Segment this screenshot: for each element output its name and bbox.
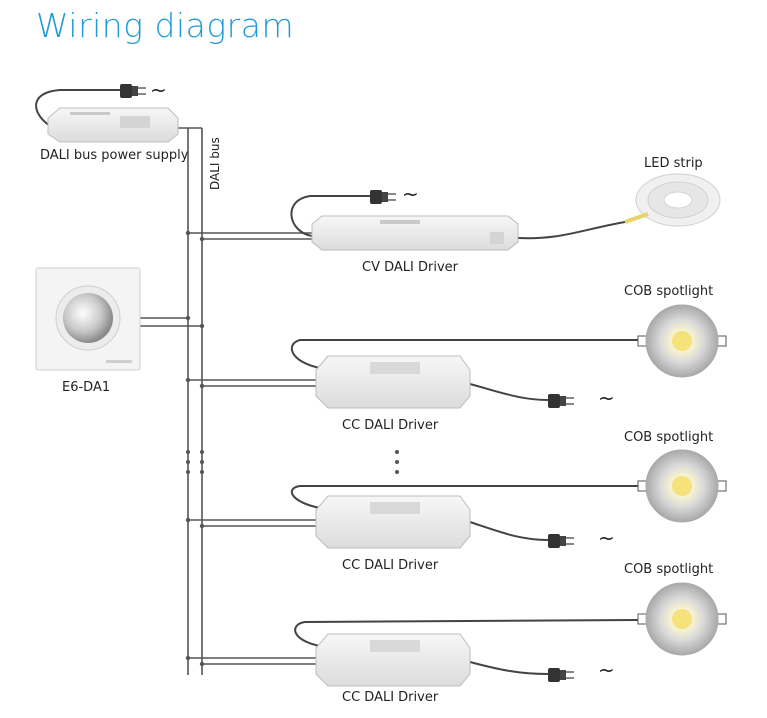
cob-spotlight-label: COB spotlight — [624, 430, 714, 445]
plug-icon — [370, 190, 396, 204]
cc-driver-label: CC DALI Driver — [342, 690, 439, 705]
cc-driver-device — [315, 355, 471, 409]
mains-cables — [35, 89, 549, 675]
cob-spotlight — [637, 582, 727, 656]
cob-spotlight — [637, 304, 727, 378]
mains-symbol: ~ — [598, 658, 615, 682]
rotary-dimmer — [35, 267, 141, 371]
page-title: Wiring diagram — [36, 6, 295, 45]
led-strip-label: LED strip — [644, 156, 703, 171]
cc-driver-device — [315, 633, 471, 687]
dali-bus-lines — [176, 127, 203, 675]
cc-driver-label: CC DALI Driver — [342, 418, 439, 433]
dali-bus-label: DALI bus — [208, 137, 222, 190]
mains-symbol: ~ — [598, 386, 615, 410]
mains-symbol: ~ — [598, 526, 615, 550]
cv-driver-label: CV DALI Driver — [362, 260, 458, 275]
led-strip-reel — [624, 173, 721, 227]
cob-spotlight-label: COB spotlight — [624, 284, 714, 299]
bus-power-supply-device — [47, 107, 179, 143]
dimmer-label: E6-DA1 — [62, 380, 111, 395]
plug-icon — [548, 534, 574, 548]
bus-power-supply-label: DALI bus power supply — [40, 148, 189, 163]
cv-driver-device — [311, 215, 519, 251]
plug-icon — [548, 668, 574, 682]
cc-driver-device — [315, 495, 471, 549]
mains-symbol: ~ — [402, 182, 419, 206]
cc-driver-label: CC DALI Driver — [342, 558, 439, 573]
load-cables — [290, 221, 641, 647]
bus-junction-dots — [185, 230, 205, 667]
bus-continuation-dots — [186, 450, 399, 474]
plug-icon — [120, 84, 146, 98]
mains-symbol: ~ — [150, 78, 167, 102]
cob-spotlight-label: COB spotlight — [624, 562, 714, 577]
bus-taps — [138, 232, 316, 665]
plug-icon — [548, 394, 574, 408]
cob-spotlight — [637, 449, 727, 523]
